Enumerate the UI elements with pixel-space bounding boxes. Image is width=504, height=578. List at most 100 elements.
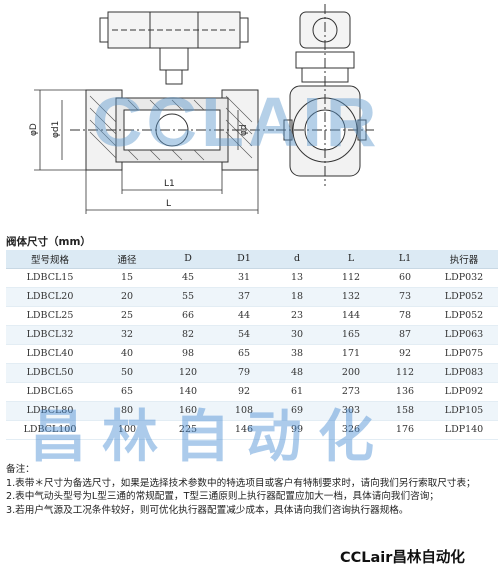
cell-D: 45: [160, 268, 216, 288]
note-2: 2.表中气动头型号为L型三通的常规配置，T型三通原则上执行器配置应加大一档，具体…: [6, 491, 439, 502]
table-row: LDBCL65 65 140 92 61 273 136 LDP092: [6, 382, 498, 402]
cell-d: 18: [272, 287, 322, 307]
cell-L: 132: [322, 287, 380, 307]
cell-d: 38: [272, 344, 322, 364]
notes-heading: 备注：: [6, 464, 35, 475]
cell-D1: 54: [216, 325, 272, 345]
cell-L: 171: [322, 344, 380, 364]
cell-L1: 92: [380, 344, 430, 364]
cell-model: LDBCL65: [6, 382, 94, 402]
cell-actuator: LDP063: [430, 325, 498, 345]
col-L1: L1: [380, 250, 430, 269]
table-row: LDBCL80 80 160 108 69 303 158 LDP105: [6, 401, 498, 421]
cell-D: 82: [160, 325, 216, 345]
cell-D: 225: [160, 420, 216, 440]
cell-D1: 146: [216, 420, 272, 440]
cell-bore: 100: [94, 420, 160, 440]
table-row: LDBCL25 25 66 44 23 144 78 LDP052: [6, 306, 498, 326]
cell-actuator: LDP140: [430, 420, 498, 440]
label-d1: φd1: [51, 121, 61, 138]
table-row: LDBCL40 40 98 65 38 171 92 LDP075: [6, 344, 498, 364]
cell-actuator: LDP092: [430, 382, 498, 402]
cell-d: 99: [272, 420, 322, 440]
cell-D: 120: [160, 363, 216, 383]
cell-L: 303: [322, 401, 380, 421]
watermark-top: CCLAIR: [92, 83, 381, 161]
cell-D1: 79: [216, 363, 272, 383]
cell-bore: 32: [94, 325, 160, 345]
brand-logo-stamp: CCLair昌林自动化: [338, 546, 467, 566]
front-dimensions: [34, 89, 259, 214]
cell-D1: 92: [216, 382, 272, 402]
cell-model: LDBCL50: [6, 363, 94, 383]
cell-d: 61: [272, 382, 322, 402]
cell-D: 160: [160, 401, 216, 421]
col-model: 型号规格: [6, 250, 94, 269]
front-valve-body: [70, 89, 274, 171]
col-D: D: [160, 250, 216, 269]
col-bore: 通径: [94, 250, 160, 269]
cell-D1: 44: [216, 306, 272, 326]
notes-block: 备注： 1.表带＊尺寸为备选尺寸，如果是选择技术参数中的特选项目或客户有特制要求…: [6, 463, 500, 517]
note-1: 1.表带＊尺寸为备选尺寸，如果是选择技术参数中的特选项目或客户有特制要求时，请向…: [6, 477, 476, 489]
valve-technical-drawing: φD φd1 φd L1 L: [29, 4, 374, 214]
cell-L: 200: [322, 363, 380, 383]
cell-L1: 73: [380, 287, 430, 307]
table-row: LDBCL32 32 82 54 30 165 87 LDP063: [6, 325, 498, 345]
cell-L: 326: [322, 420, 380, 440]
side-view: [276, 4, 374, 186]
table-row: LDBCL50 50 120 79 48 200 112 LDP083: [6, 363, 498, 383]
cell-L: 165: [322, 325, 380, 345]
cell-model: LDBCL20: [6, 287, 94, 307]
cell-bore: 65: [94, 382, 160, 402]
label-od: φD: [29, 123, 39, 136]
cell-bore: 80: [94, 401, 160, 421]
cell-actuator: LDP032: [430, 268, 498, 288]
cell-bore: 50: [94, 363, 160, 383]
cell-D1: 31: [216, 268, 272, 288]
cell-L1: 158: [380, 401, 430, 421]
cell-D: 140: [160, 382, 216, 402]
table-row: LDBCL20 20 55 37 18 132 73 LDP052: [6, 287, 498, 307]
cell-d: 69: [272, 401, 322, 421]
cell-D1: 108: [216, 401, 272, 421]
cell-D: 66: [160, 306, 216, 326]
section-title: 阀体尺寸（mm）: [6, 236, 91, 248]
cell-L1: 78: [380, 306, 430, 326]
cell-L: 112: [322, 268, 380, 288]
cell-actuator: LDP075: [430, 344, 498, 364]
cell-L: 273: [322, 382, 380, 402]
cell-d: 23: [272, 306, 322, 326]
cell-d: 48: [272, 363, 322, 383]
cell-D1: 65: [216, 344, 272, 364]
cell-d: 30: [272, 325, 322, 345]
cell-actuator: LDP052: [430, 287, 498, 307]
col-d: d: [272, 250, 322, 269]
cell-bore: 40: [94, 344, 160, 364]
cell-D: 98: [160, 344, 216, 364]
cell-actuator: LDP052: [430, 306, 498, 326]
col-L: L: [322, 250, 380, 269]
cell-L: 144: [322, 306, 380, 326]
cell-L1: 112: [380, 363, 430, 383]
col-D1: D1: [216, 250, 272, 269]
label-l1: L1: [164, 179, 175, 189]
cell-actuator: LDP105: [430, 401, 498, 421]
col-actuator: 执行器: [430, 250, 498, 269]
label-d: φd: [239, 124, 249, 136]
cell-bore: 15: [94, 268, 160, 288]
cell-L1: 176: [380, 420, 430, 440]
cell-D: 55: [160, 287, 216, 307]
cell-L1: 87: [380, 325, 430, 345]
note-3: 3.若用户气源及工况条件较好，则可优化执行器配置减少成本，具体请向我们咨询执行器…: [6, 504, 409, 516]
cell-L1: 60: [380, 268, 430, 288]
dimension-table: 型号规格 通径 D D1 d L L1 执行器 LDBCL15 15 45 31…: [6, 250, 498, 440]
cell-model: LDBCL40: [6, 344, 94, 364]
cell-bore: 20: [94, 287, 160, 307]
table-row: LDBCL100 100 225 146 99 326 176 LDP140: [6, 420, 498, 440]
cell-model: LDBCL80: [6, 401, 94, 421]
cell-model: LDBCL15: [6, 268, 94, 288]
cell-model: LDBCL32: [6, 325, 94, 345]
front-actuator: [99, 11, 249, 85]
cell-model: LDBCL25: [6, 306, 94, 326]
